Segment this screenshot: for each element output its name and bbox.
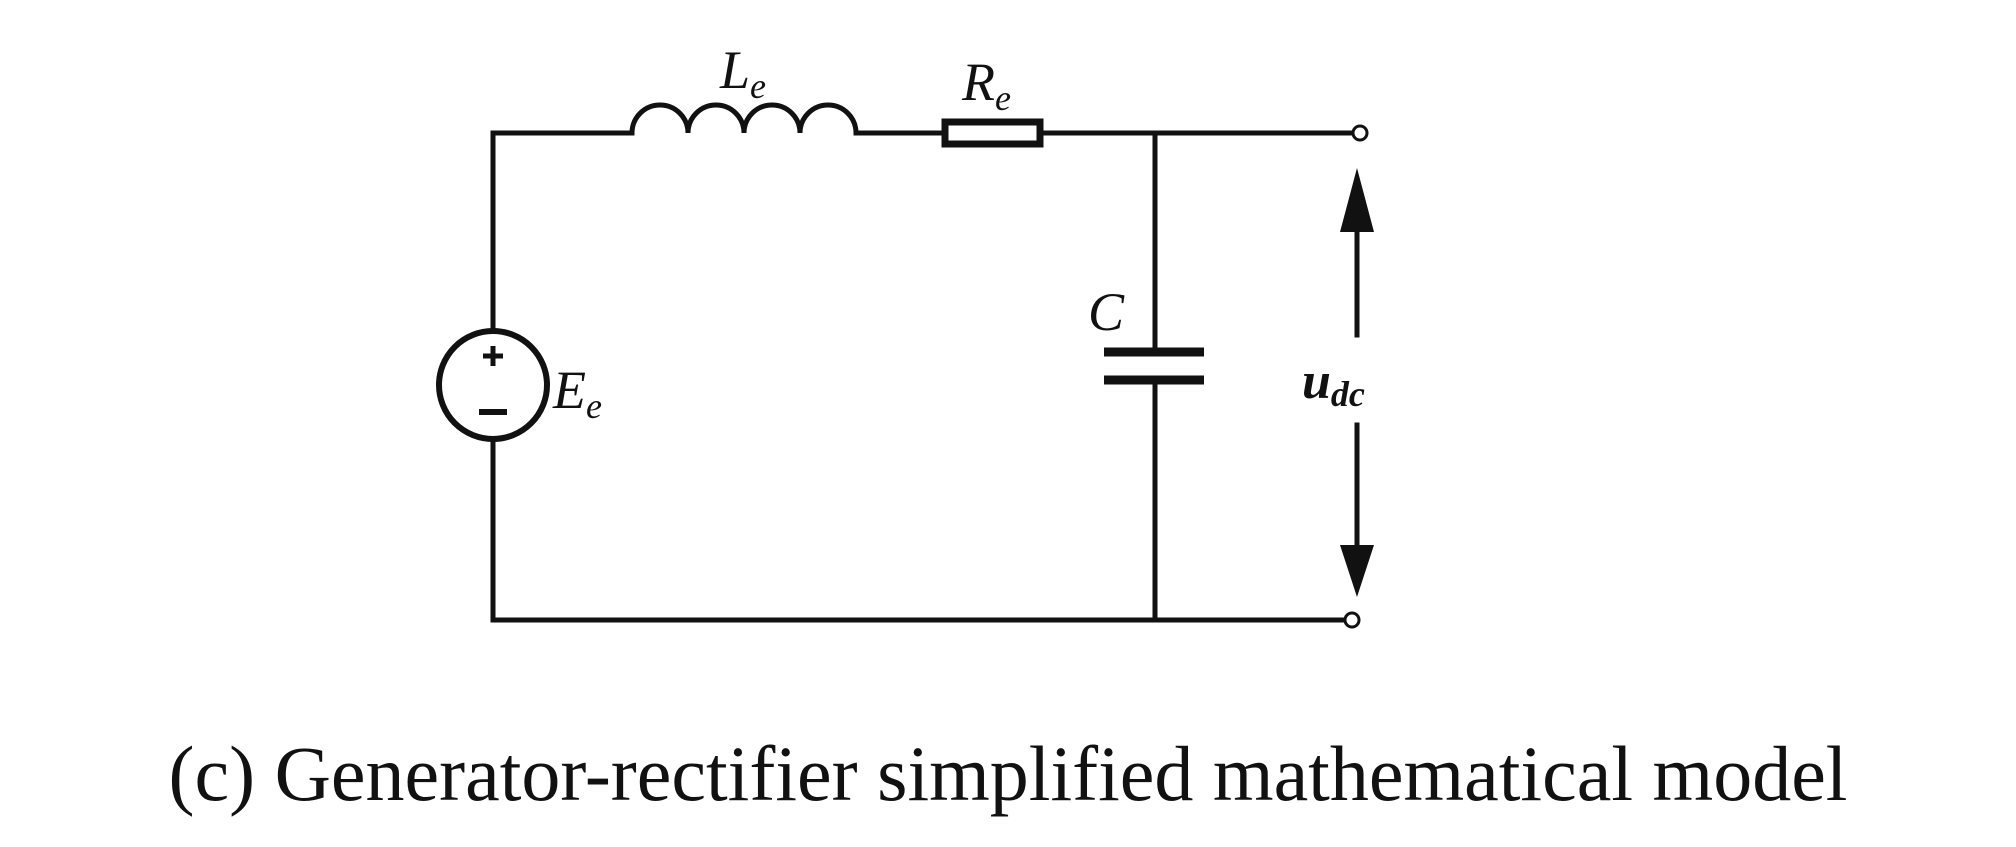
voltage-label: udc [1302, 353, 1365, 414]
source-label: Ee [552, 360, 602, 426]
resistor-label: Re [961, 52, 1011, 118]
inductor-coil [629, 102, 859, 136]
figure-caption: (c) Generator-rectifier simplified mathe… [169, 730, 1848, 817]
resistor [941, 118, 1044, 148]
capacitor-label: C [1088, 282, 1125, 342]
arrow-up-icon [1340, 168, 1374, 232]
arrow-down-icon [1340, 545, 1374, 597]
plus-sign-icon [483, 346, 503, 366]
terminal-top [1351, 124, 1369, 142]
inductor-label: Le [719, 40, 766, 106]
terminal-bottom [1343, 611, 1361, 629]
